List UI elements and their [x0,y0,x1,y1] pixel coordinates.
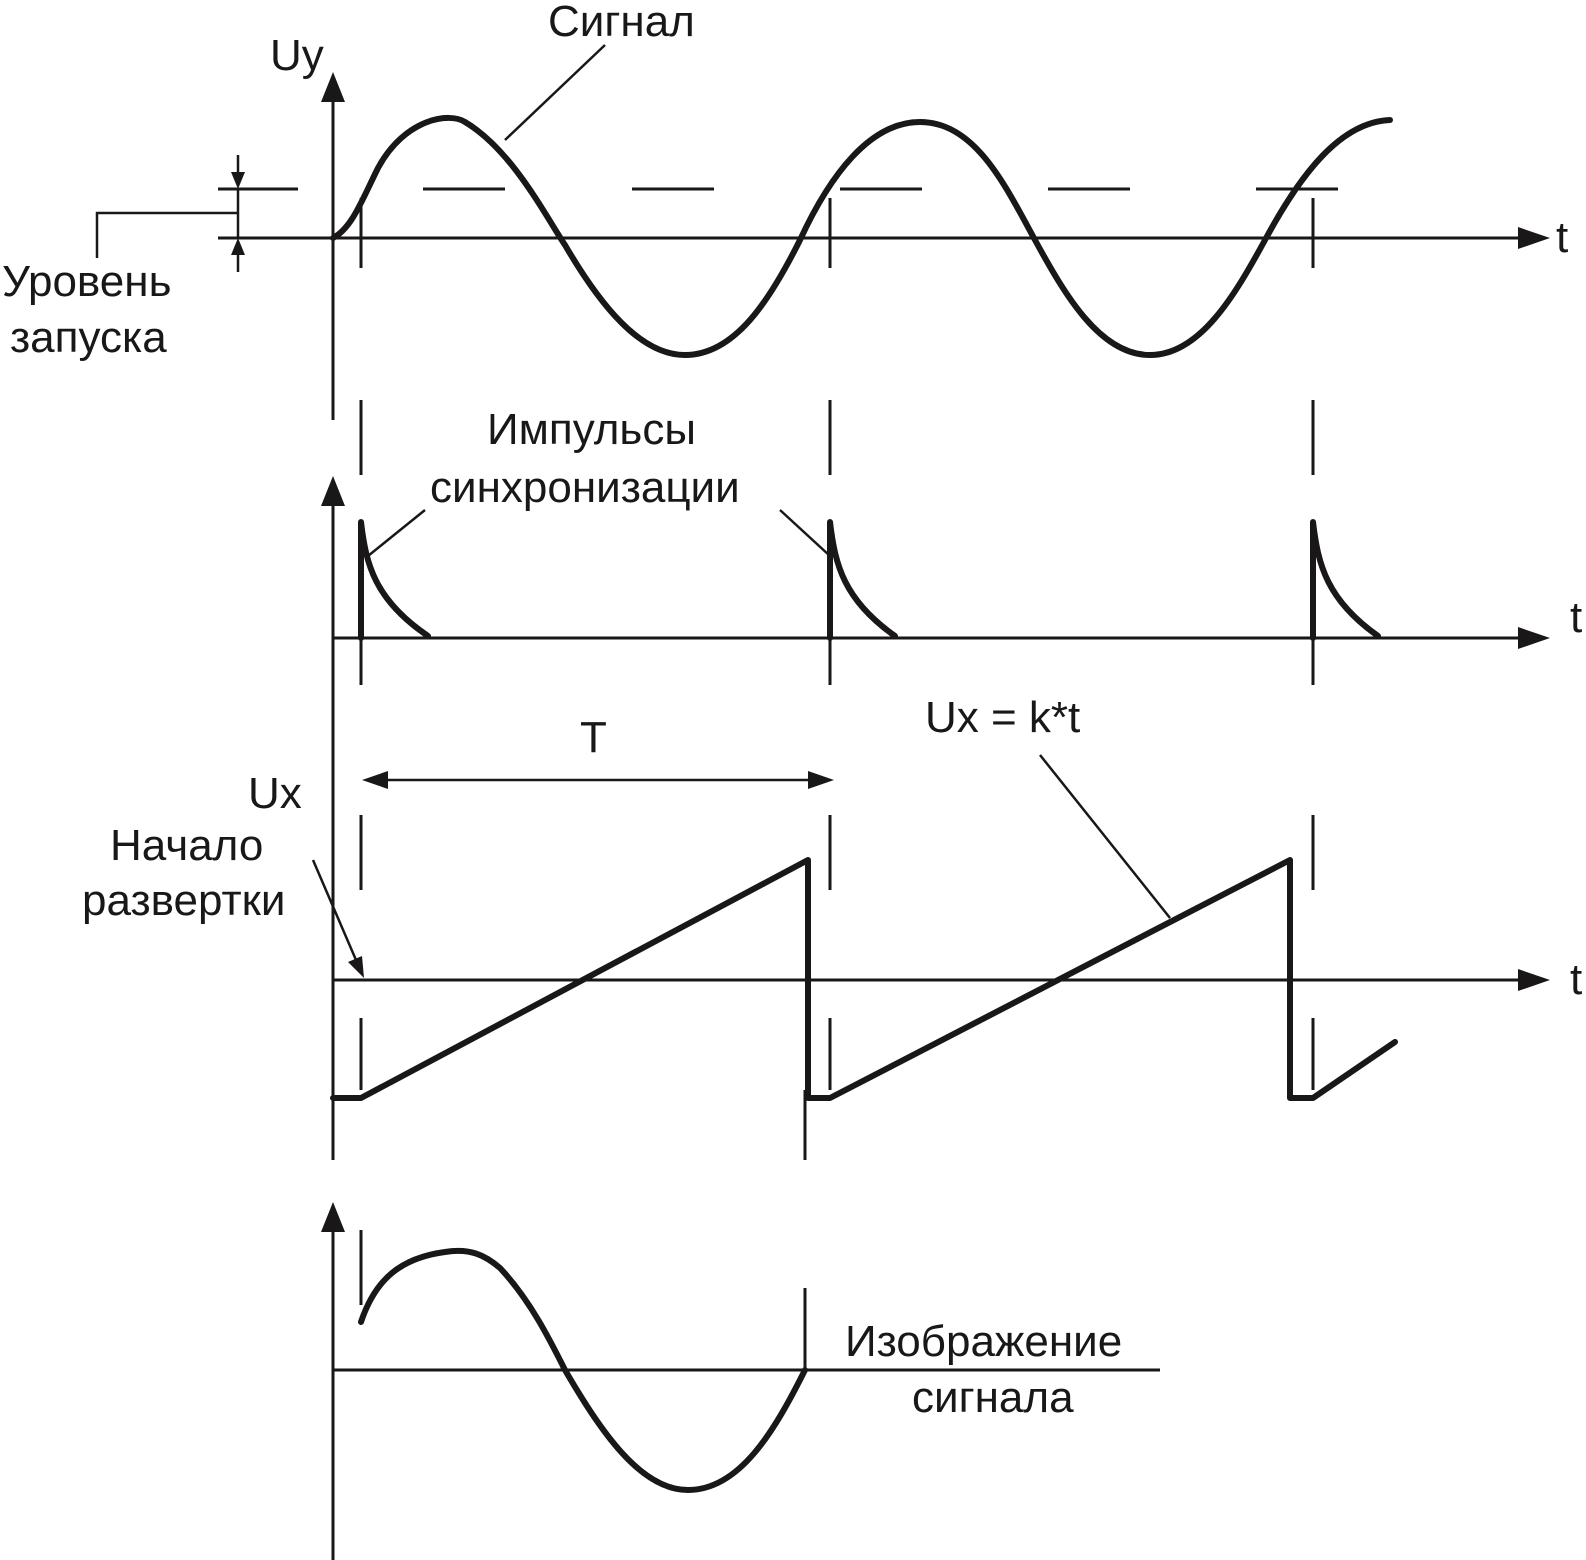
display-axis-arrow-icon [321,1202,345,1232]
sync-guides [331,198,1315,1370]
trigger-level-label-line1: Уровень [2,257,172,306]
sweep-start-arrow-icon [348,956,364,978]
trigger-level-leader [95,211,238,258]
time-axis-3-label: t [1570,955,1582,1004]
sweep-sawtooth [330,857,1398,1101]
ux-axis-label: Ux [248,769,302,818]
trigger-level-label-line2: запуска [10,313,167,362]
signal-waveform [330,114,1393,358]
displayed-waveform [358,1247,808,1493]
time-axis-1-arrow-icon [1518,227,1550,249]
signal-image-label-line1: Изображение [845,1317,1122,1366]
time-axis-2-label: t [1570,593,1582,642]
sweep-panel [311,754,1550,1101]
signal-image-label-line2: сигнала [912,1373,1074,1422]
time-axis-2-arrow-icon [1518,627,1550,649]
sweep-start-label-line2: развертки [82,876,285,925]
sweep-start-label-line1: Начало [110,821,263,870]
time-axis-1-label: t [1556,213,1568,262]
sync-pulses-label-line2: синхронизации [430,463,740,512]
sweep-formula-label: Ux = k*t [925,693,1080,742]
time-axis-3-arrow-icon [1518,969,1550,991]
period-left-arrow-icon [362,771,388,789]
signal-leader [504,44,606,141]
period-label: T [580,713,607,762]
sync-leader-1 [367,509,426,557]
sync-axis-arrow-icon [321,476,345,506]
sync-pulse-1 [358,519,431,641]
sync-pulses-label-line1: Импульсы [487,405,696,454]
sync-pulse-panel [321,476,1550,1160]
uy-axis-label: Uy [270,31,324,80]
sweep-formula-leader [1039,754,1171,919]
period-right-arrow-icon [808,771,834,789]
uy-axis-arrow-icon [321,72,345,102]
sweep-start-leader [311,859,358,961]
display-panel [321,1202,1160,1560]
sync-leader-2 [779,509,831,557]
sync-pulse-2 [827,519,898,641]
signal-label: Сигнал [548,0,695,46]
signal-panel [95,44,1550,420]
sync-pulse-3 [1310,519,1381,641]
